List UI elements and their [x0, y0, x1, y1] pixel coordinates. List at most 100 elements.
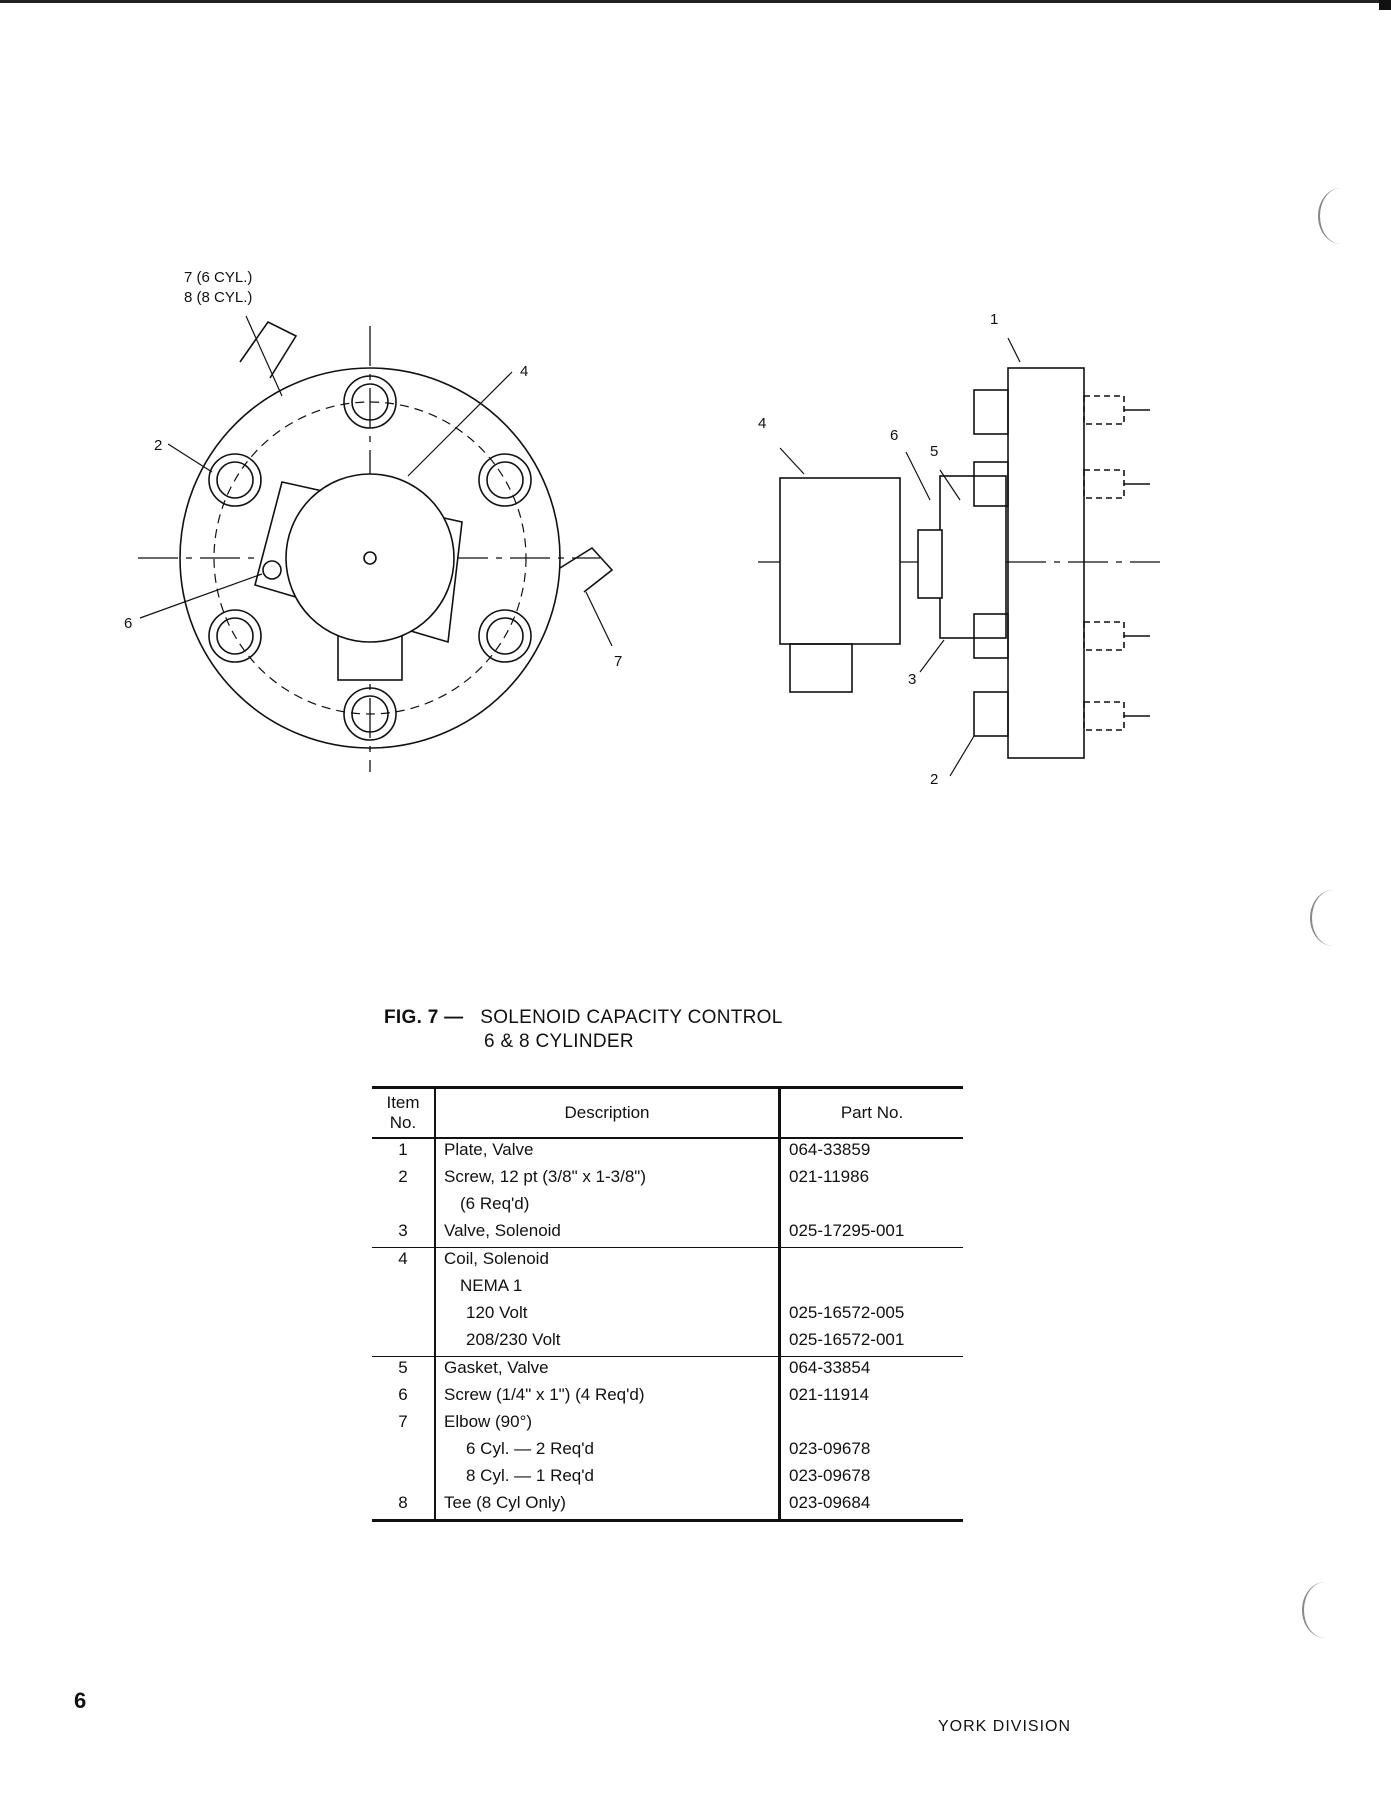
table-row: NEMA 1 [372, 1275, 963, 1302]
bolt-head-side [973, 461, 1009, 507]
leader-2-front [167, 443, 213, 473]
bolt-head [478, 453, 532, 507]
label-5-side: 5 [930, 443, 938, 460]
item-part-no: 023-09678 [789, 1439, 871, 1458]
label-8-8cyl: 8 (8 CYL.) [184, 289, 252, 306]
item-no: 1 [372, 1138, 436, 1166]
item-description: Screw (1/4" x 1") (4 Req'd) [435, 1384, 781, 1411]
leader-2-side [949, 735, 975, 777]
corner-mark [1379, 0, 1391, 10]
leader-7-8 [245, 315, 283, 397]
item-part-no [780, 1248, 964, 1276]
label-6-side: 6 [890, 427, 898, 444]
elbow-fitting-right [559, 546, 614, 593]
label-4-side: 4 [758, 415, 766, 432]
leader-6-front [139, 573, 263, 619]
item-description: Gasket, Valve [435, 1356, 781, 1384]
table-row: 4 Coil, Solenoid [372, 1247, 964, 1276]
item-no: 8 [372, 1492, 436, 1522]
item-part-no: 025-17295-001 [779, 1220, 963, 1248]
item-description: Coil, Solenoid [435, 1247, 781, 1275]
table-row: 8 Cyl. — 1 Req'd 023-09678 [372, 1465, 963, 1492]
item-no: 2 [372, 1166, 436, 1193]
binder-hole-top [1318, 188, 1364, 244]
coil-lead-side [789, 643, 853, 693]
table-row: 6 Cyl. — 2 Req'd 023-09678 [372, 1438, 963, 1465]
valve-plate-side [1007, 367, 1085, 759]
leader-4-side [779, 447, 805, 475]
table-row: 1 Plate, Valve 064-33859 [372, 1138, 963, 1166]
item-description: 6 Cyl. — 2 Req'd [435, 1438, 781, 1465]
item-part-no: 064-33859 [789, 1140, 871, 1159]
table-row: 120 Volt 025-16572-005 [372, 1302, 963, 1329]
item-no [372, 1302, 436, 1329]
bolt-shank-side [1083, 395, 1125, 425]
figure-subtitle: 6 & 8 CYLINDER [484, 1031, 634, 1052]
parts-table: Item No. Description Part No. 1 Plate, V… [372, 1086, 963, 1522]
table-header-row: Item No. Description Part No. [372, 1086, 963, 1139]
item-description: 8 Cyl. — 1 Req'd [435, 1465, 781, 1492]
footer-company: YORK DIVISION [938, 1718, 1072, 1735]
item-no: 5 [372, 1356, 436, 1384]
table-row: 6 Screw (1/4" x 1") (4 Req'd) 021-11914 [372, 1384, 963, 1411]
item-part-no: 064-33854 [789, 1358, 871, 1377]
side-view [758, 337, 1160, 777]
item-part-no [780, 1193, 964, 1220]
coil-side [779, 477, 901, 645]
item-no [372, 1275, 436, 1302]
table-row: 208/230 Volt 025-16572-001 [372, 1329, 963, 1357]
solenoid-coil [285, 473, 455, 643]
figure-title: SOLENOID CAPACITY CONTROL [480, 1007, 783, 1028]
item-no [372, 1329, 436, 1357]
bolt-head-side [973, 691, 1009, 737]
item-no: 6 [372, 1384, 436, 1411]
page-number: 6 [74, 1688, 87, 1713]
item-no: 7 [372, 1411, 436, 1438]
leader-3-side [919, 639, 945, 673]
leader-4-front [407, 371, 513, 477]
label-1-side: 1 [990, 311, 998, 328]
bolt-shank-side [1083, 469, 1125, 499]
front-view [138, 315, 614, 772]
bolt-head-side [973, 389, 1009, 435]
leader-7-front [585, 591, 613, 647]
header-part-no: Part No. [779, 1086, 963, 1139]
bolt-head [478, 609, 532, 663]
valve-body-side [939, 475, 1007, 639]
item-description: Valve, Solenoid [435, 1220, 781, 1248]
figure-caption: FIG. 7 — SOLENOID CAPACITY CONTROL 6 & 8… [384, 1006, 783, 1054]
label-7-6cyl: 7 (6 CYL.) [184, 269, 252, 286]
item-description: 208/230 Volt [435, 1329, 781, 1357]
binder-hole-middle [1310, 890, 1356, 946]
header-description: Description [435, 1086, 781, 1139]
label-7-front: 7 [614, 653, 622, 670]
top-rule [0, 0, 1391, 3]
bolt-shank-side [1083, 701, 1125, 731]
bolt-shank-side [1083, 621, 1125, 651]
item-no: 4 [372, 1247, 436, 1275]
item-no: 3 [372, 1220, 436, 1248]
item-part-no: 021-11914 [789, 1385, 870, 1404]
table-row: (6 Req'd) [372, 1193, 963, 1220]
item-no [372, 1193, 436, 1220]
item-description: Plate, Valve [435, 1138, 781, 1166]
item-part-no: 023-09684 [779, 1492, 963, 1522]
bolt-head-side [973, 613, 1009, 659]
item-part-no [780, 1275, 964, 1302]
table-row: 7 Elbow (90°) [372, 1411, 963, 1438]
center-mark [363, 551, 377, 565]
label-2-side: 2 [930, 771, 938, 788]
item-description: Elbow (90°) [435, 1411, 781, 1438]
bolt-head [208, 453, 262, 507]
table-row: 2 Screw, 12 pt (3/8" x 1-3/8") 021-11986 [372, 1166, 963, 1193]
item-part-no [780, 1411, 964, 1438]
label-6-front: 6 [124, 615, 132, 632]
elbow-fitting-top [239, 320, 298, 379]
item-description: (6 Req'd) [435, 1193, 781, 1220]
figure-label: FIG. 7 — [384, 1007, 464, 1028]
valve-stem-side [917, 529, 943, 599]
leader-5-side [939, 469, 961, 501]
bolt-head [208, 609, 262, 663]
technical-drawing: 7 (6 CYL.) 8 (8 CYL.) 4 2 6 7 1 4 6 [124, 269, 1160, 788]
side-view-labels: 1 4 6 5 3 2 [758, 311, 998, 788]
